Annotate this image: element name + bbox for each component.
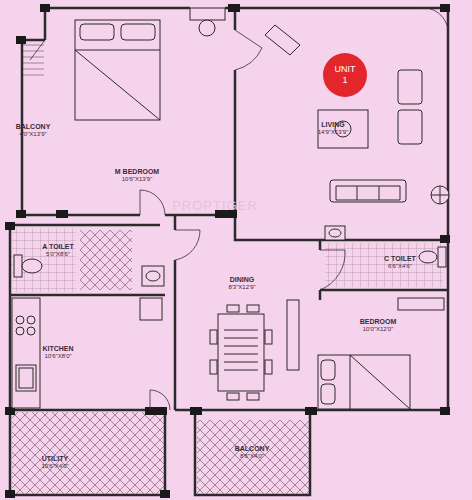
room-label: A TOILET5'0"X8'6" <box>42 243 74 258</box>
room-name: DINING <box>228 276 255 284</box>
room-name: UTILITY <box>41 455 68 463</box>
room-name: BEDROOM <box>360 318 397 326</box>
room-name: LIVING <box>318 121 349 129</box>
room-label: KITCHEN10'6"X8'0" <box>42 345 73 360</box>
room-name: C TOILET <box>384 255 416 263</box>
room-name: BALCONY <box>16 123 51 131</box>
room-name: BALCONY <box>235 445 270 453</box>
room-dimension: 4'0"X13'9" <box>16 131 51 138</box>
room-dimension: 10'6"X8'0" <box>42 353 73 360</box>
room-dimension: 8'6"X4'0" <box>235 453 270 460</box>
room-dimension: 10'6"X4'0" <box>41 463 68 470</box>
room-name: KITCHEN <box>42 345 73 353</box>
room-dimension: 8'3"X12'9" <box>228 284 255 291</box>
room-label: LIVING14'9"X13'9" <box>318 121 349 136</box>
room-label: UTILITY10'6"X4'0" <box>41 455 68 470</box>
room-label: BEDROOM10'0"X12'0" <box>360 318 397 333</box>
room-dimension: 10'6"X13'9" <box>115 176 159 183</box>
room-label: BALCONY8'6"X4'0" <box>235 445 270 460</box>
room-name: A TOILET <box>42 243 74 251</box>
unit-name: UNIT 1 <box>331 64 359 86</box>
room-dimension: 5'0"X8'6" <box>42 251 74 258</box>
unit-badge: UNIT 1 <box>323 53 367 97</box>
room-label: DINING8'3"X12'9" <box>228 276 255 291</box>
room-name: M BEDROOM <box>115 168 159 176</box>
room-dimension: 10'0"X12'0" <box>360 326 397 333</box>
room-dimension: 6'6"X4'6" <box>384 263 416 270</box>
room-label: C TOILET6'6"X4'6" <box>384 255 416 270</box>
room-label: M BEDROOM10'6"X13'9" <box>115 168 159 183</box>
room-dimension: 14'9"X13'9" <box>318 129 349 136</box>
room-label: BALCONY4'0"X13'9" <box>16 123 51 138</box>
watermark: PROPTIGER <box>172 198 258 213</box>
